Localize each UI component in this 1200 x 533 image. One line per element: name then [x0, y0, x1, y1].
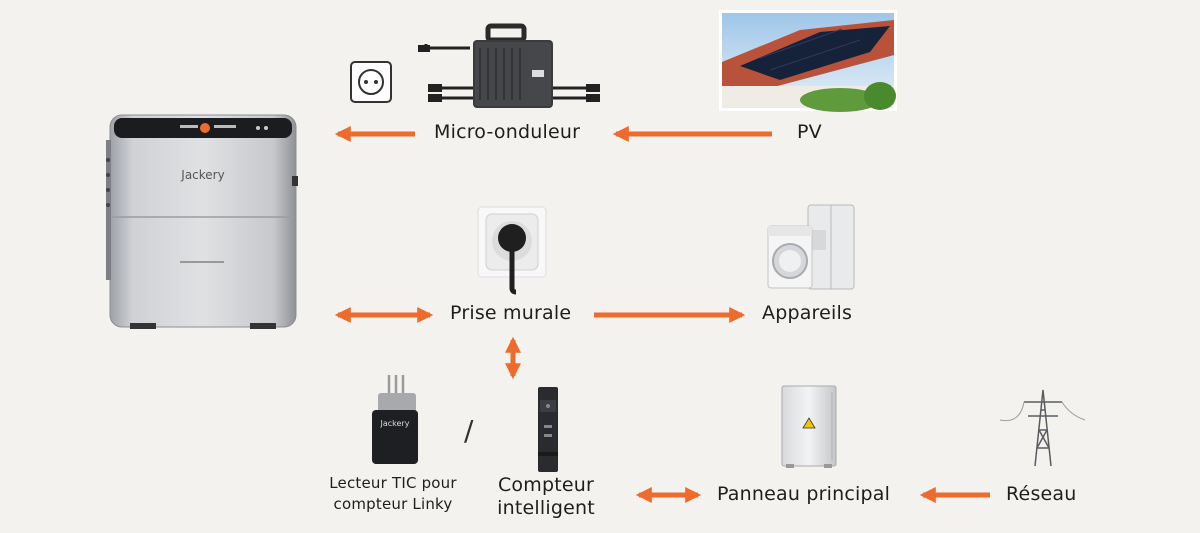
tic-reader-icon: Jackery — [372, 375, 418, 464]
label-compteur-intelligent: Compteur intelligent — [482, 474, 610, 520]
label-compteur-line2: intelligent — [497, 497, 595, 519]
electrical-panel-icon — [781, 385, 837, 468]
label-micro-onduleur: Micro-onduleur — [434, 121, 581, 143]
label-appareils: Appareils — [762, 302, 853, 324]
arrows — [334, 125, 990, 504]
label-compteur-line1: Compteur — [497, 474, 595, 496]
label-lecteur-tic: Lecteur TIC pour compteur Linky — [318, 473, 468, 515]
battery-brand-label: Jackery — [180, 168, 224, 182]
battery-station-icon: Jackery — [106, 114, 298, 329]
label-reseau: Réseau — [1006, 483, 1077, 505]
label-lecteur-tic-line1: Lecteur TIC pour — [329, 474, 457, 492]
separator-slash: / — [464, 414, 474, 447]
label-prise-murale: Prise murale — [450, 302, 572, 324]
wall-plug-icon — [477, 206, 547, 295]
power-pylon-icon — [999, 389, 1086, 467]
solar-roof-icon — [719, 10, 897, 112]
label-lecteur-tic-line2: compteur Linky — [333, 495, 453, 513]
label-pv: PV — [797, 121, 822, 143]
smart-meter-icon — [538, 387, 558, 472]
outlet-icon — [350, 61, 392, 103]
washer-fridge-icon — [767, 204, 855, 290]
label-panneau-principal: Panneau principal — [717, 483, 891, 505]
svg-text:Jackery: Jackery — [380, 419, 410, 428]
micro-inverter-icon — [418, 23, 600, 108]
